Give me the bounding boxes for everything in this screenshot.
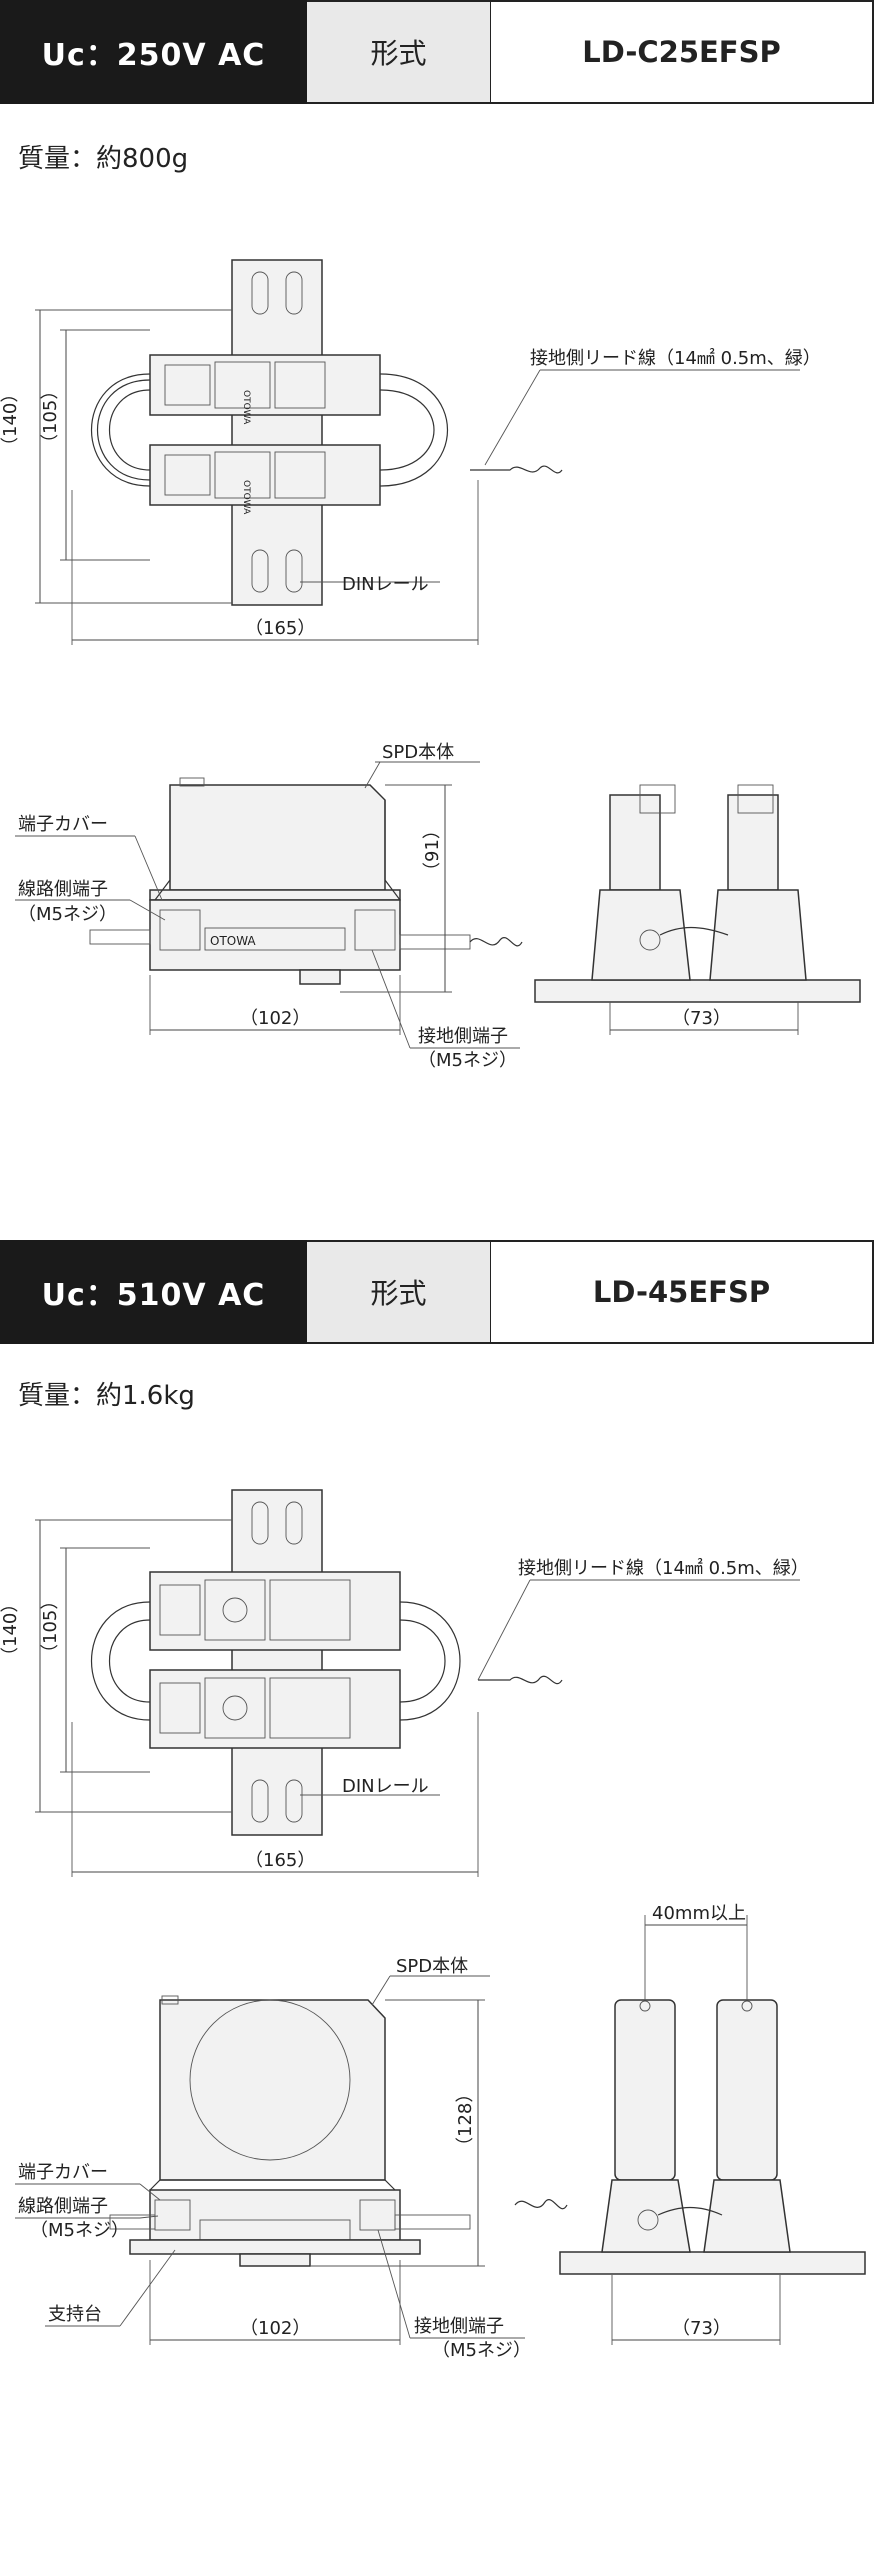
section2-dim-105: （105） — [40, 1592, 61, 1662]
section2-line-terminal-label: 線路側端子 — [18, 2196, 108, 2217]
section1-weight: 質量：約800g — [18, 144, 189, 174]
section1-kind-label: 形式 — [307, 0, 490, 104]
section1-voltage: Uc：250V AC — [0, 0, 307, 104]
section2-top-view: 接地側リード線（14㎟ 0.5m、緑） DINレール （140） （105） （… — [0, 1489, 809, 1877]
section1-side-view: OTOWA SPD本体 端子カバー 線路側端子 （M5ネジ） 接地側端子 （M5… — [15, 742, 861, 1071]
section2-header: Uc：510V AC 形式 LD-45EFSP — [0, 1240, 874, 1344]
din-rail-shape — [231, 259, 323, 606]
section1-brand: OTOWA — [210, 934, 256, 948]
section2-side-view: SPD本体 端子カバー 線路側端子 （M5ネジ） 支持台 接地側端子 （M5ネジ… — [15, 1903, 866, 2361]
svg-text:OTOWA: OTOWA — [241, 480, 251, 515]
section2-ground-lead-label: 接地側リード線（14㎟ 0.5m、緑） — [518, 1557, 809, 1579]
spd-module-lower — [149, 1669, 401, 1749]
section1-terminal-cover-label: 端子カバー — [18, 814, 108, 835]
section1-ground-lead-label: 接地側リード線（14㎟ 0.5m、緑） — [530, 347, 821, 369]
section2-kind-label: 形式 — [307, 1240, 490, 1344]
spd-module-lower — [149, 444, 381, 506]
section2-terminal-cover-label: 端子カバー — [18, 2162, 108, 2183]
svg-text:OTOWA: OTOWA — [241, 390, 251, 425]
section1-end-dim-73: （73） — [672, 1008, 731, 1029]
section1-dim-165: （165） — [245, 618, 315, 639]
section2-din-rail-label: DINレール — [342, 1776, 429, 1797]
spd-module-upper — [149, 1571, 401, 1651]
section1-dim-105: （105） — [40, 382, 61, 452]
section2-voltage: Uc：510V AC — [0, 1240, 307, 1344]
section1-line-terminal-screw: （M5ネジ） — [18, 904, 117, 925]
section1-line-terminal-label: 線路側端子 — [18, 879, 108, 900]
section2-dim-140: （140） — [0, 1595, 21, 1665]
section2-ground-terminal-label: 接地側端子 — [414, 2316, 504, 2337]
section2-support-label: 支持台 — [48, 2304, 102, 2325]
section1-ground-terminal-screw: （M5ネジ） — [418, 1050, 517, 1071]
section1-header: Uc：250V AC 形式 LD-C25EFSP — [0, 0, 874, 104]
spd-body-shape — [169, 784, 386, 891]
section1-din-rail-label: DINレール — [342, 574, 429, 595]
spd-body-shape — [159, 1999, 386, 2181]
section2-end-view: 40mm以上 （73） — [559, 1903, 866, 2345]
section1-dim-140: （140） — [0, 385, 21, 455]
section2-model: LD-45EFSP — [490, 1240, 874, 1344]
section2-weight: 質量：約1.6kg — [18, 1381, 195, 1411]
section2-end-spacing: 40mm以上 — [652, 1903, 746, 1924]
section2-end-dim-73: （73） — [672, 2318, 731, 2339]
din-rail-shape — [231, 1489, 323, 1836]
section1-top-view: OTOWA OTOWA 接地側リード線（14㎟ 0.5m、緑） DINレール （… — [0, 259, 821, 645]
section2-dim-128: （128） — [455, 2085, 476, 2155]
section2-spd-body-label: SPD本体 — [396, 1956, 468, 1977]
section1-dim-91: （91） — [422, 821, 443, 880]
section1-model: LD-C25EFSP — [490, 0, 874, 104]
section2-line-terminal-screw: （M5ネジ） — [30, 2220, 129, 2241]
section1-spd-body-label: SPD本体 — [382, 742, 454, 763]
section2-ground-terminal-screw: （M5ネジ） — [432, 2340, 531, 2361]
spd-module-upper — [149, 354, 381, 416]
section1-dim-102: （102） — [240, 1008, 310, 1029]
section1-ground-terminal-label: 接地側端子 — [418, 1026, 508, 1047]
section2-dim-165: （165） — [245, 1850, 315, 1871]
section1-end-view: （73） — [534, 784, 861, 1035]
section2-dim-102: （102） — [240, 2318, 310, 2339]
